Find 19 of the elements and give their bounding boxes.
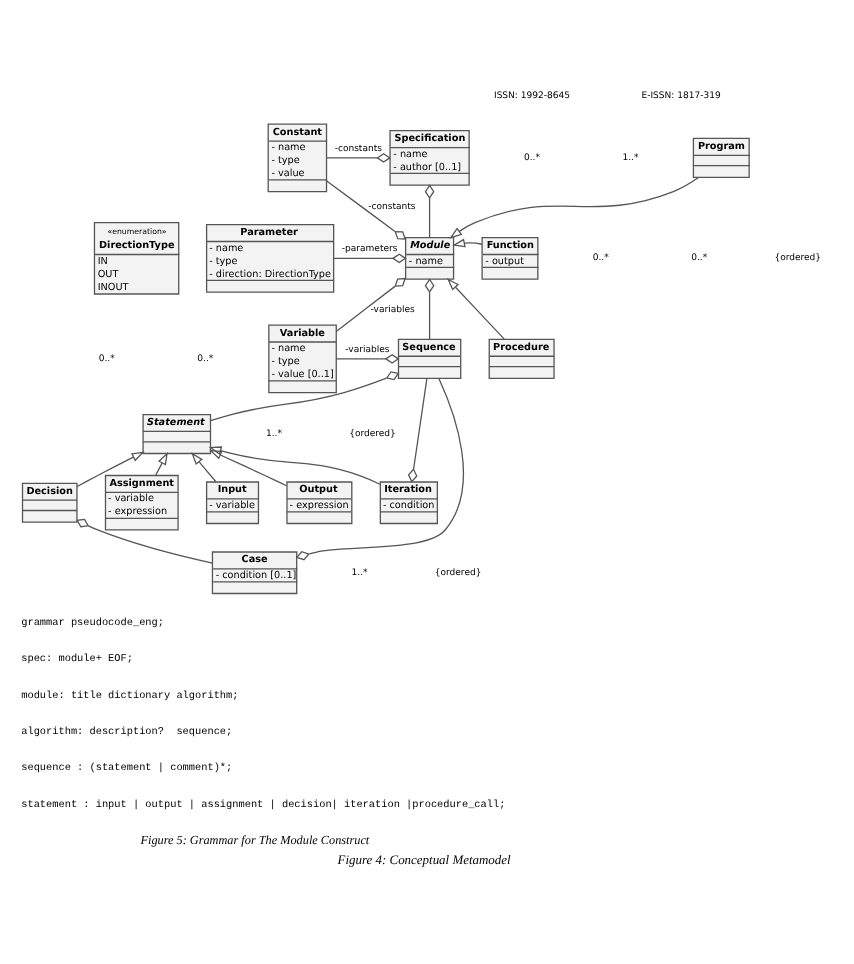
arrow (449, 176, 700, 239)
arrow (76, 451, 145, 488)
connector (424, 184, 435, 238)
connector (209, 371, 400, 422)
connector (326, 180, 407, 240)
connector (335, 277, 406, 332)
connector (76, 518, 214, 564)
arrow (154, 452, 168, 477)
connector (335, 353, 400, 364)
arrow (452, 238, 483, 248)
connector (407, 377, 428, 483)
arrow (208, 446, 381, 485)
connector (326, 152, 391, 163)
arrow (208, 449, 288, 487)
connector (333, 253, 407, 264)
connector (424, 278, 435, 340)
arrow (446, 278, 505, 340)
connector (295, 377, 464, 561)
arrow (191, 452, 217, 483)
